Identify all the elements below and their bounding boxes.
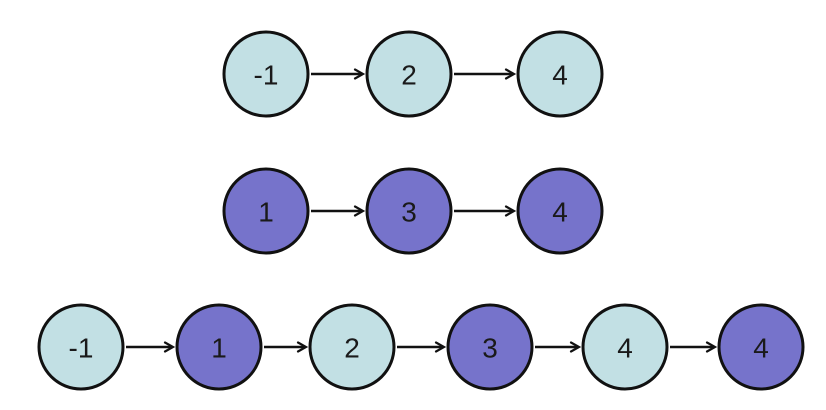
list-node: -1 [222, 30, 310, 118]
list-node: 4 [516, 167, 604, 255]
list-node: 2 [308, 303, 396, 391]
node-circle [175, 303, 263, 391]
list-row-merged-list: -1 1 2 3 4 4 [37, 303, 805, 391]
node-value: 3 [401, 197, 417, 228]
node-circle [37, 303, 125, 391]
node-value: -1 [254, 60, 279, 91]
node-value: 4 [552, 60, 568, 91]
node-value: 4 [753, 333, 769, 364]
node-circle [446, 303, 534, 391]
list-node: 1 [222, 167, 310, 255]
node-circle [365, 167, 453, 255]
list-node: 1 [175, 303, 263, 391]
list-node: -1 [37, 303, 125, 391]
node-circle [222, 30, 310, 118]
node-value: 4 [617, 333, 633, 364]
node-value: 4 [552, 197, 568, 228]
node-circle [581, 303, 669, 391]
list-node: 2 [365, 30, 453, 118]
node-circle [717, 303, 805, 391]
list-node: 4 [581, 303, 669, 391]
node-circle [516, 30, 604, 118]
node-value: 1 [258, 197, 274, 228]
list-node: 3 [365, 167, 453, 255]
node-value: -1 [69, 333, 94, 364]
node-value: 2 [344, 333, 360, 364]
list-node: 4 [717, 303, 805, 391]
node-circle [308, 303, 396, 391]
node-circle [365, 30, 453, 118]
list-node: 4 [516, 30, 604, 118]
list-row-list1: -1 2 4 [222, 30, 604, 118]
node-value: 3 [482, 333, 498, 364]
node-circle [516, 167, 604, 255]
node-circle [222, 167, 310, 255]
list-node: 3 [446, 303, 534, 391]
list-row-list2: 1 3 4 [222, 167, 604, 255]
node-value: 1 [211, 333, 227, 364]
node-value: 2 [401, 60, 417, 91]
